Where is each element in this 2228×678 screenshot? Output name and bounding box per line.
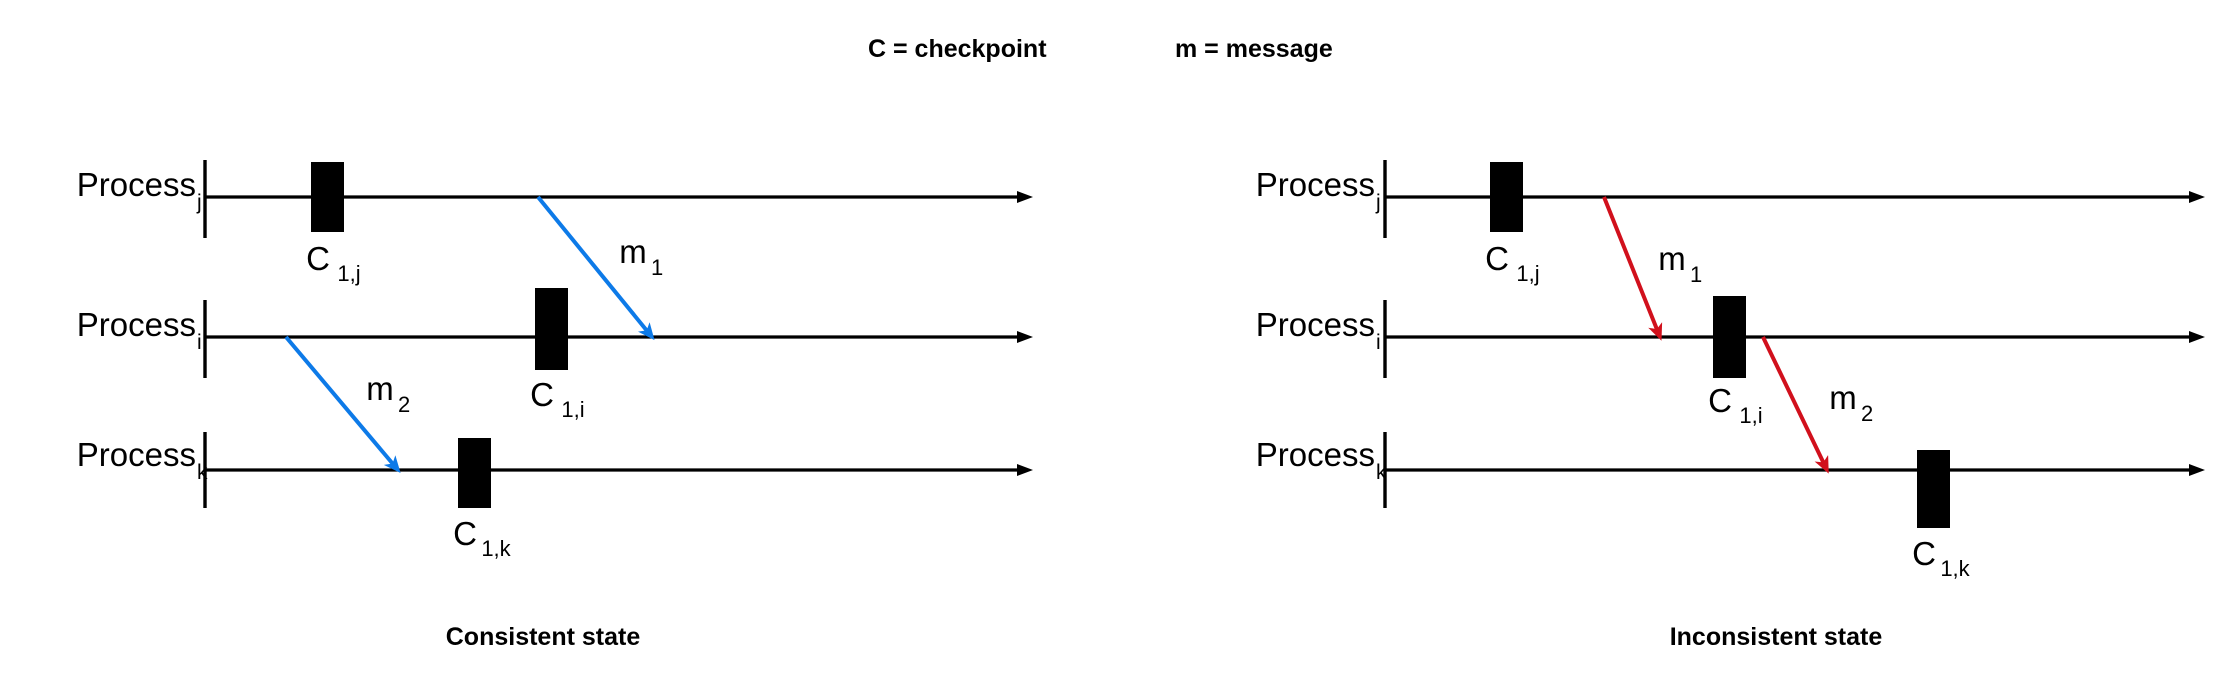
process-row-i-right: Process i C 1,i: [1256, 296, 2205, 428]
process-row-i: Process i C 1,i: [77, 288, 1033, 422]
message-subscript-m2: 2: [398, 392, 410, 417]
consistent-state-diagram: Process j C 1,j Process i C 1,i Proces: [77, 160, 1033, 651]
checkpoint-label-c1j-right: C: [1485, 240, 1509, 277]
checkpoint-bar-c1j-right: [1490, 162, 1523, 232]
message-line-m1-right: [1602, 196, 1663, 341]
message-line-m1: [536, 195, 655, 341]
checkpoint-subscript-c1i: 1,i: [561, 397, 584, 422]
checkpoint-subscript-c1k-right: 1,k: [1940, 556, 1970, 581]
checkpoint-subscript-c1j-right: 1,j: [1516, 261, 1539, 286]
process-row-j: Process j C 1,j: [77, 160, 1033, 286]
message-line-m2: [284, 335, 401, 474]
process-subscript-i: i: [197, 331, 202, 354]
legend: C = checkpoint m = message: [868, 35, 1333, 63]
process-label-k: Process: [77, 436, 196, 473]
message-subscript-m1-right: 1: [1690, 262, 1702, 287]
process-row-j-right: Process j C 1,j: [1256, 160, 2205, 286]
message-subscript-m1: 1: [651, 255, 663, 280]
legend-message-text: m = message: [1175, 35, 1333, 63]
checkpoint-label-c1i: C: [530, 376, 554, 413]
caption-consistent-state: Consistent state: [446, 623, 641, 651]
message-label-m2-right: m: [1829, 379, 1857, 416]
process-label-i-right: Process: [1256, 306, 1375, 343]
process-label-j: Process: [77, 166, 196, 203]
process-subscript-j-right: j: [1375, 191, 1381, 214]
process-row-k-right: Process k C 1,k: [1256, 432, 2205, 581]
process-label-j-right: Process: [1256, 166, 1375, 203]
checkpoint-bar-c1i-right: [1713, 296, 1746, 378]
legend-checkpoint-text: C = checkpoint: [868, 35, 1047, 63]
message-subscript-m2-right: 2: [1861, 401, 1873, 426]
checkpoint-subscript-c1k: 1,k: [481, 536, 511, 561]
inconsistent-state-diagram: Process j C 1,j Process i C 1,i Proces: [1256, 160, 2205, 651]
message-arrow-m1: m 1: [536, 195, 663, 341]
process-subscript-k: k: [197, 461, 208, 484]
checkpoint-label-c1j: C: [306, 240, 330, 277]
message-arrow-m2: m 2: [284, 335, 410, 474]
checkpoint-subscript-c1i-right: 1,i: [1739, 403, 1762, 428]
checkpoint-bar-c1i: [535, 288, 568, 370]
process-subscript-k-right: k: [1376, 461, 1387, 484]
message-label-m2: m: [366, 370, 394, 407]
process-subscript-j: j: [196, 191, 202, 214]
process-label-k-right: Process: [1256, 436, 1375, 473]
caption-inconsistent-state: Inconsistent state: [1670, 623, 1883, 651]
checkpoint-label-c1i-right: C: [1708, 382, 1732, 419]
checkpoint-label-c1k-right: C: [1912, 535, 1936, 572]
process-subscript-i-right: i: [1376, 331, 1381, 354]
message-line-m2-right: [1761, 336, 1829, 474]
checkpoint-bar-c1k-right: [1917, 450, 1950, 528]
message-arrow-m2-right: m 2: [1761, 336, 1873, 474]
process-label-i: Process: [77, 306, 196, 343]
message-label-m1: m: [619, 233, 647, 270]
checkpoint-label-c1k: C: [453, 515, 477, 552]
checkpoint-subscript-c1j: 1,j: [337, 261, 360, 286]
process-row-k: Process k C 1,k: [77, 432, 1033, 561]
checkpoint-bar-c1k: [458, 438, 491, 508]
message-arrow-m1-right: m 1: [1602, 196, 1702, 341]
message-label-m1-right: m: [1658, 240, 1686, 277]
checkpoint-bar-c1j: [311, 162, 344, 232]
